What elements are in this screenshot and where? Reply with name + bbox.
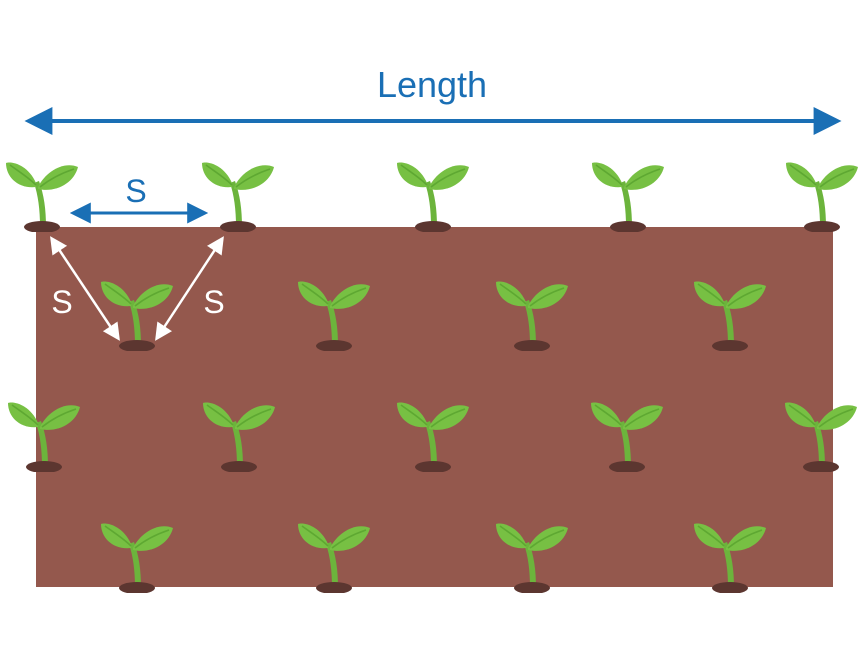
seedling-icon bbox=[786, 161, 858, 232]
seedling-icon bbox=[397, 161, 469, 232]
spacing-arrow-left-diagonal bbox=[50, 236, 120, 341]
spacing-label-top: S bbox=[125, 173, 146, 209]
seedling-icon bbox=[592, 161, 664, 232]
spacing-label-right: S bbox=[203, 284, 224, 320]
spacing-arrow-right-diagonal bbox=[155, 236, 224, 341]
length-label: Length bbox=[377, 64, 487, 105]
seedling-icon bbox=[202, 161, 274, 232]
spacing-label-left: S bbox=[51, 284, 72, 320]
seedling-icon bbox=[6, 161, 78, 232]
